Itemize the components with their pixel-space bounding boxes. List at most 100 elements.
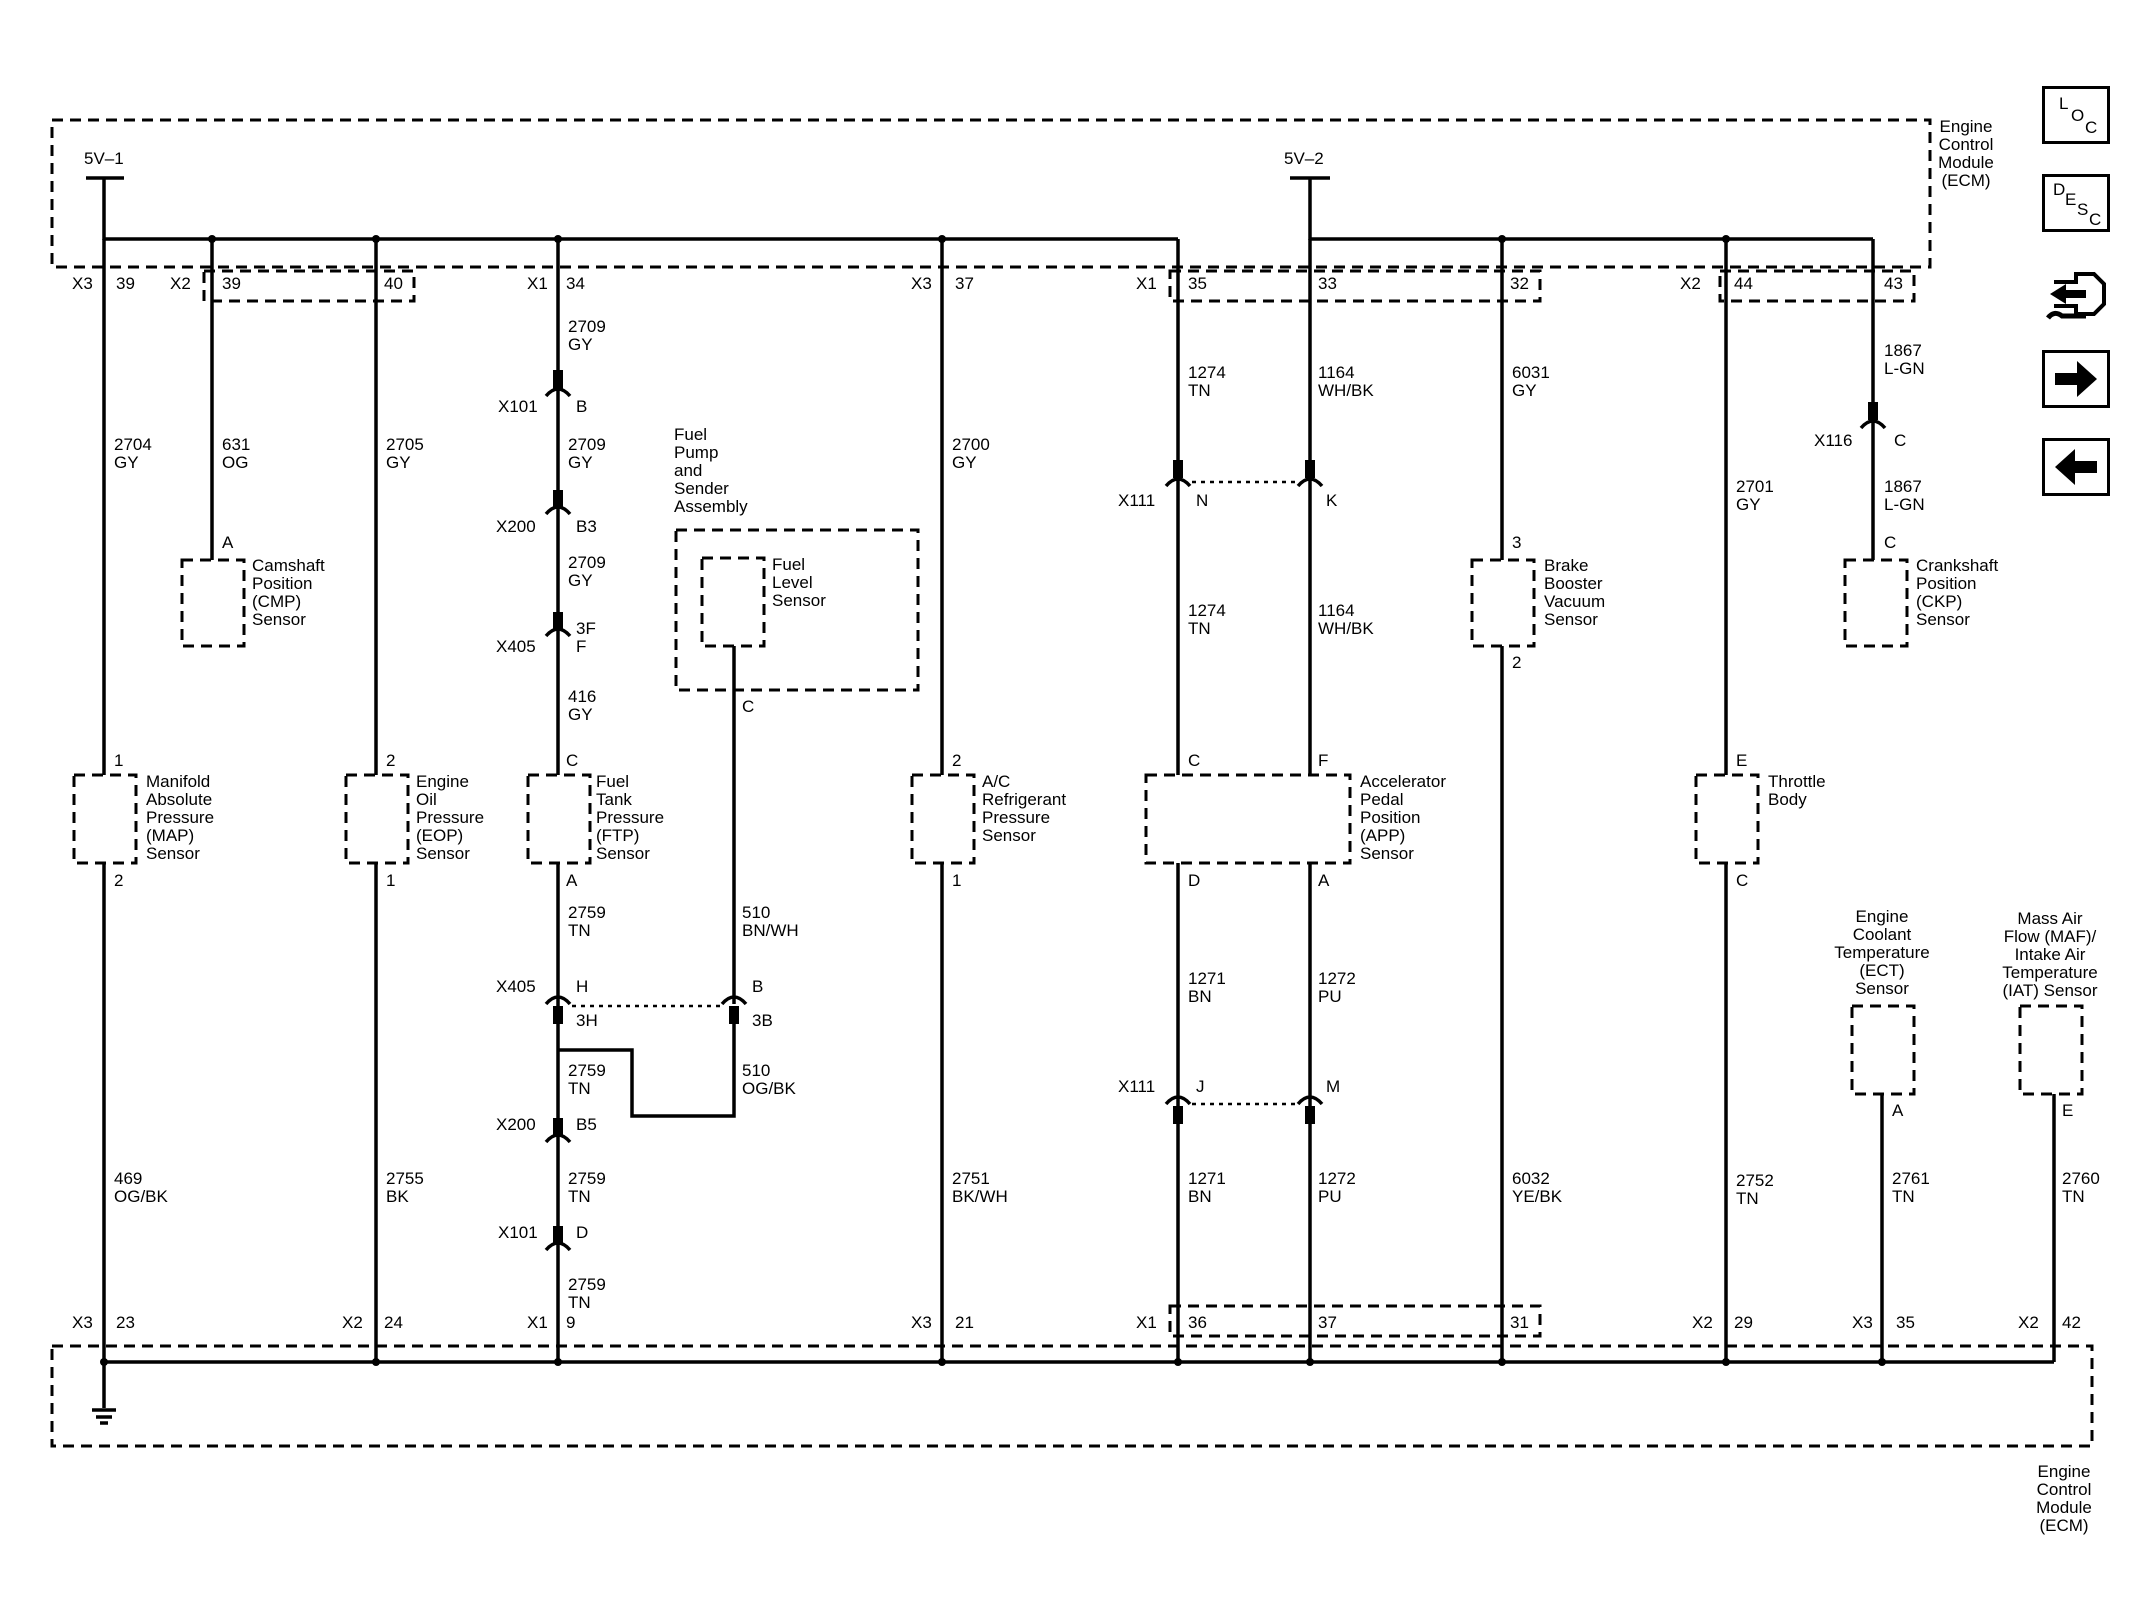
diagram-label: 1 <box>952 871 961 890</box>
diagram-label: TN <box>1736 1189 1759 1208</box>
previous-button[interactable] <box>2042 438 2110 496</box>
diagram-label: N <box>1196 491 1208 510</box>
diagram-shape <box>1859 419 1887 430</box>
loc-button[interactable]: L O C <box>2042 86 2110 144</box>
diagram-label: X2 <box>2018 1313 2039 1332</box>
diagram-label: Sensor <box>252 610 306 629</box>
diagram-label: X1 <box>1136 1313 1157 1332</box>
diagram-label: Absolute <box>146 790 212 809</box>
diagram-label: 35 <box>1896 1313 1915 1332</box>
diagram-label: TN <box>1188 381 1211 400</box>
eop-sensor <box>344 773 410 865</box>
diagram-shape <box>553 370 563 390</box>
diagram-label: Fuel <box>772 555 805 574</box>
diagram-label: Pressure <box>596 808 664 827</box>
ecm-label-top-line: Module <box>1938 153 1994 172</box>
diagram-label: B <box>752 977 763 996</box>
diagram-label: Pedal <box>1360 790 1403 809</box>
diagram-label: GY <box>568 453 593 472</box>
ecm-label-top-line: Engine <box>1940 117 1993 136</box>
ecm-label-top: Engine Control Module (ECM) <box>1938 117 1994 190</box>
diagram-label: 40 <box>384 274 403 293</box>
diagram-label: 21 <box>955 1313 974 1332</box>
diagram-label: Engine <box>1856 907 1909 926</box>
diagram-label: A <box>1892 1101 1904 1120</box>
diagram-label: 37 <box>955 274 974 293</box>
diagram-shape <box>1878 1358 1886 1366</box>
diagram-label: TN <box>568 1187 591 1206</box>
ecm-bottom-box <box>50 1344 2094 1448</box>
diagram-shape <box>1305 460 1315 478</box>
conn-group-x1-bottom <box>1168 1304 1542 1338</box>
arrow-right-icon <box>2055 361 2097 397</box>
diagram-shape <box>1296 1095 1324 1106</box>
diagram-label: (ECT) <box>1859 961 1904 980</box>
ecm-label-bottom-line: Control <box>2037 1480 2092 1499</box>
diagram-shape <box>1498 1358 1506 1366</box>
inline-connector-icon <box>544 370 572 638</box>
diagram-label: C <box>1188 751 1200 770</box>
diagram-label: 1271 <box>1188 1169 1226 1188</box>
diagram-label: 3H <box>576 1011 598 1030</box>
diagram-label: F <box>1318 751 1328 770</box>
diagram-label: GY <box>1736 495 1761 514</box>
diagram-label: Accelerator <box>1360 772 1446 791</box>
map-sensor-label: Manifold Absolute Pressure (MAP) Sensor <box>146 772 214 863</box>
diagram-label: 29 <box>1734 1313 1753 1332</box>
app-sensor-label: Accelerator Pedal Position (APP) Sensor <box>1360 772 1446 863</box>
diagram-shape <box>1868 402 1878 420</box>
diagram-label: 43 <box>1884 274 1903 293</box>
diagram-label: A <box>222 533 234 552</box>
wire-ftp-jumper <box>558 1024 736 1118</box>
diagram-label: 2709 <box>568 317 606 336</box>
fuel-level-sensor <box>700 556 766 648</box>
diagram-label: Sensor <box>1855 979 1909 998</box>
ac-sensor-label: A/C Refrigerant Pressure Sensor <box>982 772 1066 845</box>
cmp-sensor <box>180 558 246 648</box>
diagram-label: GY <box>952 453 977 472</box>
diagram-label: (IAT) Sensor <box>2002 981 2097 1000</box>
diagram-label: GY <box>568 335 593 354</box>
diagram-label: 2 <box>386 751 395 770</box>
loc-letter: L <box>2059 94 2068 113</box>
diagram-label: 2751 <box>952 1169 990 1188</box>
diagram-label: TN <box>1892 1187 1915 1206</box>
diagram-label: 6031 <box>1512 363 1550 382</box>
ckp-sensor-label: Crankshaft Position (CKP) Sensor <box>1916 556 1998 629</box>
diagram-label: M <box>1326 1077 1340 1096</box>
diagram-label: GY <box>568 705 593 724</box>
diagram-label: L-GN <box>1884 359 1925 378</box>
diagram-label: Manifold <box>146 772 210 791</box>
desc-button[interactable]: D E S C <box>2042 174 2110 232</box>
ecm-label-top-line: Control <box>1939 135 1994 154</box>
diagram-label: X3 <box>72 274 93 293</box>
ground-icon <box>92 1408 116 1425</box>
diagram-label: 3B <box>752 1011 773 1030</box>
connector-tool-button[interactable] <box>2046 260 2110 330</box>
supply-5v1-label: 5V–1 <box>84 149 124 168</box>
throttle-body-label: Throttle Body <box>1768 772 1826 809</box>
diagram-label: BK/WH <box>952 1187 1008 1206</box>
diagram-label: Position <box>1916 574 1976 593</box>
diagram-label: BN <box>1188 1187 1212 1206</box>
diagram-label: X3 <box>1852 1313 1873 1332</box>
diagram-label: Mass Air <box>2017 909 2083 928</box>
diagram-label: YE/BK <box>1512 1187 1563 1206</box>
diagram-label: 1274 <box>1188 601 1226 620</box>
diagram-label: 3F <box>576 619 596 638</box>
diagram-label: OG/BK <box>742 1079 797 1098</box>
diagram-label: 39 <box>222 274 241 293</box>
conn-group-x2-top <box>202 269 416 303</box>
diagram-shape <box>554 1358 562 1366</box>
diagram-label: A <box>1318 871 1330 890</box>
diagram-label: BK <box>386 1187 409 1206</box>
diagram-label: X101 <box>498 1223 538 1242</box>
diagram-label: X1 <box>527 274 548 293</box>
ecm-top-box <box>50 118 1932 269</box>
next-button[interactable] <box>2042 350 2110 408</box>
bbv-sensor <box>1470 558 1536 648</box>
diagram-label: 2759 <box>568 1061 606 1080</box>
diagram-label: PU <box>1318 1187 1342 1206</box>
diagram-shape <box>938 235 946 243</box>
